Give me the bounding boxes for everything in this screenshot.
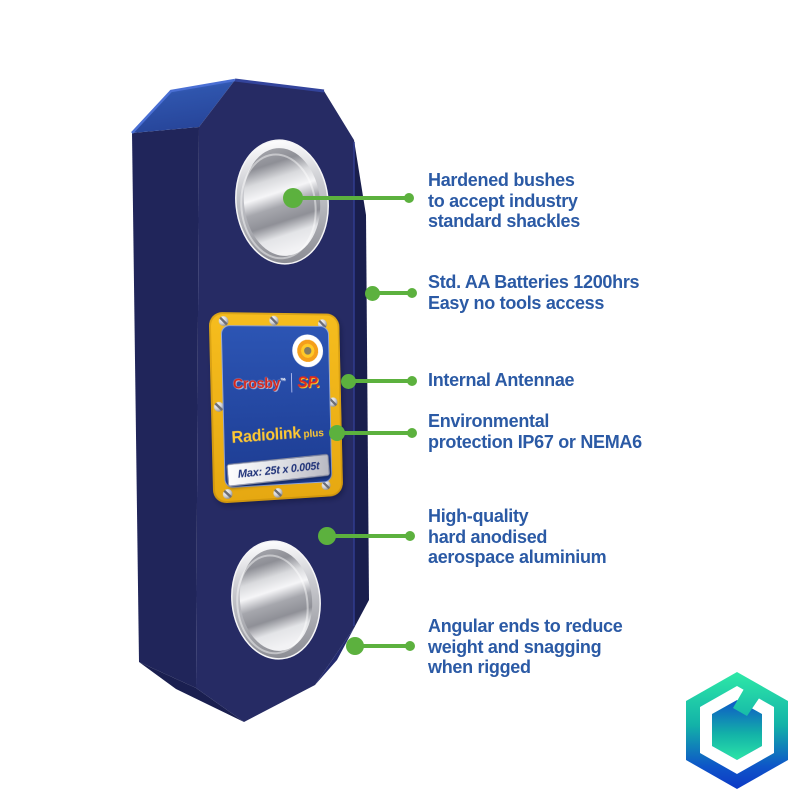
feature-line: High-quality: [428, 506, 529, 526]
callout-end-dot: [407, 376, 417, 386]
callout-end-dot: [405, 531, 415, 541]
callout-anchor-dot: [329, 425, 345, 441]
feature-text-hardened-bushes: Hardened bushes to accept industry stand…: [428, 170, 580, 232]
feature-line: aerospace aluminium: [428, 547, 607, 567]
callout-line-aluminium: [318, 527, 415, 545]
device-top-edge-highlight: [131, 78, 236, 134]
feature-line: Easy no tools access: [428, 292, 605, 313]
callout-anchor-dot: [346, 637, 364, 655]
product-name: Radiolink: [230, 423, 302, 447]
device-right-face: [354, 140, 369, 628]
device-top-facet: [132, 80, 235, 133]
gear-certification-badge-icon: [291, 334, 324, 368]
feature-line: Angular ends to reduce: [428, 616, 623, 636]
callout-end-dot: [405, 641, 415, 651]
callout-end-dot: [404, 193, 414, 203]
feature-line: weight and snagging: [428, 636, 602, 657]
screw-icon: [273, 487, 283, 499]
feature-line: when rigged: [428, 657, 531, 677]
feature-line: protection IP67 or NEMA6: [428, 431, 642, 452]
screw-icon: [222, 488, 233, 500]
screw-icon: [269, 315, 279, 326]
capacity-text: Max: 25t x 0.005t: [237, 460, 320, 481]
callout-line-batteries: [365, 285, 417, 301]
callout-anchor-dot: [283, 188, 303, 208]
capacity-band: Max: 25t x 0.005t: [226, 453, 330, 487]
logo-white-ring: [700, 686, 774, 774]
brand-name: Crosby™: [232, 374, 286, 393]
feature-text-environmental: Environmental protection IP67 or NEMA6: [428, 411, 642, 452]
feature-line: standard shackles: [428, 211, 580, 231]
trademark-symbol: ™: [279, 377, 286, 384]
feature-line: Hardened bushes: [428, 170, 575, 190]
feature-line: Environmental: [428, 411, 550, 431]
feature-text-batteries: Std. AA Batteries 1200hrs Easy no tools …: [428, 272, 640, 313]
feature-line: Std. AA Batteries 1200hrs: [428, 272, 640, 292]
feature-line: hard anodised: [428, 526, 548, 547]
logo-notch: [733, 682, 764, 716]
device-left-face: [132, 127, 199, 688]
bottom-bush: [231, 540, 321, 660]
brand-logo-row: Crosby™ SP.: [223, 373, 329, 394]
callout-anchor-dot: [341, 373, 356, 389]
device-bottom-left-chamfer: [139, 662, 244, 722]
feature-text-antennae: Internal Antennae: [428, 370, 575, 391]
feature-text-aluminium: High-quality hard anodised aerospace alu…: [428, 506, 607, 568]
callout-line-environmental: [329, 425, 417, 441]
brand-secondary-name: SP.: [297, 372, 321, 392]
device-top-right-edge: [234, 78, 325, 93]
callout-anchor-dot: [318, 527, 336, 545]
callout-line-hardened-bushes: [283, 188, 414, 208]
top-bush: [235, 139, 329, 265]
feature-line: Internal Antennae: [428, 370, 575, 390]
callout-line-angular-ends: [346, 637, 415, 655]
brand-divider: [290, 373, 293, 393]
callout-anchor-dot: [365, 285, 380, 301]
feature-line: to accept industry: [428, 190, 578, 211]
callout-end-dot: [407, 288, 417, 298]
callout-line-antennae: [341, 373, 417, 389]
callout-end-dot: [407, 428, 417, 438]
product-name-suffix: plus: [303, 427, 325, 441]
logo-inner-panel: [712, 700, 762, 760]
feature-text-angular-ends: Angular ends to reduce weight and snaggi…: [428, 616, 623, 678]
